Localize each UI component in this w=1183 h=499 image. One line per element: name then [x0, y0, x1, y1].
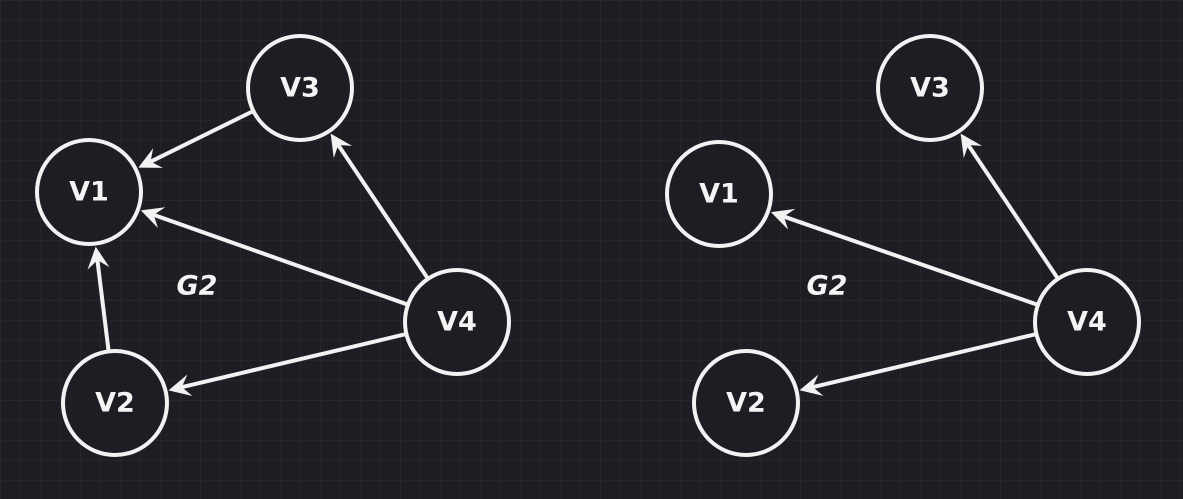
edge-line [94, 254, 111, 352]
edge-v4-to-v1 [140, 207, 409, 307]
edge-line [144, 109, 255, 166]
node-v3: V3 [876, 34, 984, 142]
node-circle [35, 138, 143, 246]
node-label: V2 [95, 388, 135, 419]
node-v3: V3 [246, 34, 354, 142]
edge-line [963, 139, 1060, 280]
node-circle [1033, 268, 1141, 376]
arrowhead [138, 148, 163, 168]
node-circle [876, 34, 984, 142]
node-label: V3 [910, 73, 950, 104]
arrowhead [168, 374, 193, 396]
arrowhead [960, 133, 983, 159]
node-circle [403, 268, 511, 376]
node-circle [61, 349, 169, 457]
arrowhead [140, 207, 166, 229]
edge-line [806, 332, 1037, 391]
node-v1: V1 [35, 138, 143, 246]
arrowhead [330, 133, 353, 159]
node-v2: V2 [692, 349, 800, 457]
arrowhead [87, 246, 110, 270]
node-circle [246, 34, 354, 142]
edge-line [333, 139, 430, 280]
node-v2: V2 [61, 349, 169, 457]
edge-v4-to-v1 [770, 208, 1039, 307]
node-label: V1 [699, 179, 739, 210]
edge-line [175, 332, 407, 391]
edge-v4-to-v3 [960, 133, 1060, 280]
edge-line [777, 212, 1039, 307]
arrowhead [770, 208, 796, 230]
node-v4: V4 [1033, 268, 1141, 376]
node-v1: V1 [665, 140, 773, 248]
node-label: V3 [280, 73, 320, 104]
node-v4: V4 [403, 268, 511, 376]
node-label: V1 [69, 177, 109, 208]
node-label: V2 [726, 388, 766, 419]
edge-v4-to-v3 [330, 133, 430, 280]
node-label: V4 [1067, 307, 1107, 338]
edge-v4-to-v2 [168, 332, 407, 396]
graph-label: G2 [177, 271, 218, 302]
edge-line [147, 211, 409, 307]
edge-v3-to-v1 [138, 109, 255, 168]
graph-label: G2 [807, 271, 848, 302]
node-circle [692, 349, 800, 457]
arrowhead [799, 374, 824, 396]
node-circle [665, 140, 773, 248]
node-label: V4 [437, 307, 477, 338]
edge-v4-to-v2 [799, 332, 1037, 396]
edge-v2-to-v1 [87, 246, 111, 352]
